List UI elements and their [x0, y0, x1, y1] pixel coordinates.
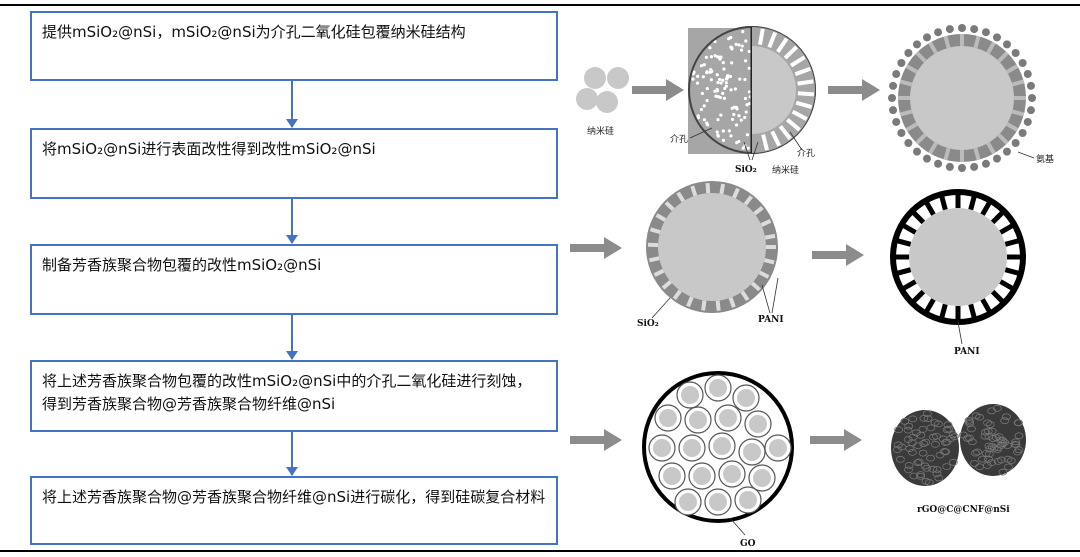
label-sio2-row1: SiO₂	[735, 165, 757, 175]
step-4-text: 将上述芳香族聚合物包覆的改性mSiO₂@nSi中的介孔二氧化硅进行刻蚀，得到芳香…	[42, 372, 532, 413]
step-3-text: 制备芳香族聚合物包覆的改性mSiO₂@nSi	[42, 256, 322, 274]
step-5-text: 将上述芳香族聚合物@芳香族聚合物纤维@nSi进行碳化，得到硅碳复合材料	[42, 488, 546, 506]
step-2-box: 将mSiO₂@nSi进行表面改性得到改性mSiO₂@nSi	[30, 128, 558, 199]
step-4-box: 将上述芳香族聚合物包覆的改性mSiO₂@nSi中的介孔二氧化硅进行刻蚀，得到芳香…	[30, 360, 558, 432]
label-product: rGO@C@CNF@nSi	[917, 505, 1010, 515]
flow-arrow-4	[286, 432, 298, 476]
pani-coated-sphere	[646, 181, 778, 313]
step-1-box: 提供mSiO₂@nSi，mSiO₂@nSi为介孔二氧化硅包覆纳米硅结构	[30, 11, 558, 81]
label-nano-si-2: 纳米硅	[772, 164, 799, 176]
step-2-text: 将mSiO₂@nSi进行表面改性得到改性mSiO₂@nSi	[42, 140, 376, 158]
label-go: GO	[740, 539, 756, 549]
label-mesopore-left: 介孔	[670, 134, 688, 145]
step-3-box: 制备芳香族聚合物包覆的改性mSiO₂@nSi	[30, 244, 558, 315]
bottom-rule	[0, 550, 1080, 552]
label-mesopore-right: 介孔	[797, 148, 815, 159]
go-wrapped-cluster	[642, 371, 794, 523]
grey-arrow-r3b	[810, 429, 862, 451]
top-rule	[0, 4, 1080, 6]
grey-arrow-r3a	[570, 429, 622, 451]
etched-pani-sphere	[890, 189, 1026, 325]
grey-arrow-r2b	[812, 244, 864, 266]
label-pani-row2b: PANI	[954, 347, 980, 357]
nano-si-cluster	[576, 67, 629, 113]
flow-arrow-1	[286, 81, 298, 128]
step-1-text: 提供mSiO₂@nSi，mSiO₂@nSi为介孔二氧化硅包覆纳米硅结构	[42, 23, 466, 41]
carbonized-particles	[891, 404, 1026, 486]
step-5-box: 将上述芳香族聚合物@芳香族聚合物纤维@nSi进行碳化，得到硅碳复合材料	[30, 476, 558, 545]
label-amino: 氨基	[1036, 153, 1054, 165]
label-pani-row2: PANI	[758, 315, 784, 325]
label-sio2-row2: SiO₂	[637, 319, 659, 329]
grey-arrow-r1a	[632, 79, 684, 101]
flow-arrow-2	[286, 199, 298, 244]
label-nano-si: 纳米硅	[587, 125, 614, 137]
grey-arrow-r1b	[828, 79, 880, 101]
msio2-nsi-sphere	[688, 26, 816, 154]
grey-arrow-r2a	[570, 237, 622, 259]
flow-arrow-3	[286, 315, 298, 360]
amino-modified-sphere	[888, 24, 1036, 172]
